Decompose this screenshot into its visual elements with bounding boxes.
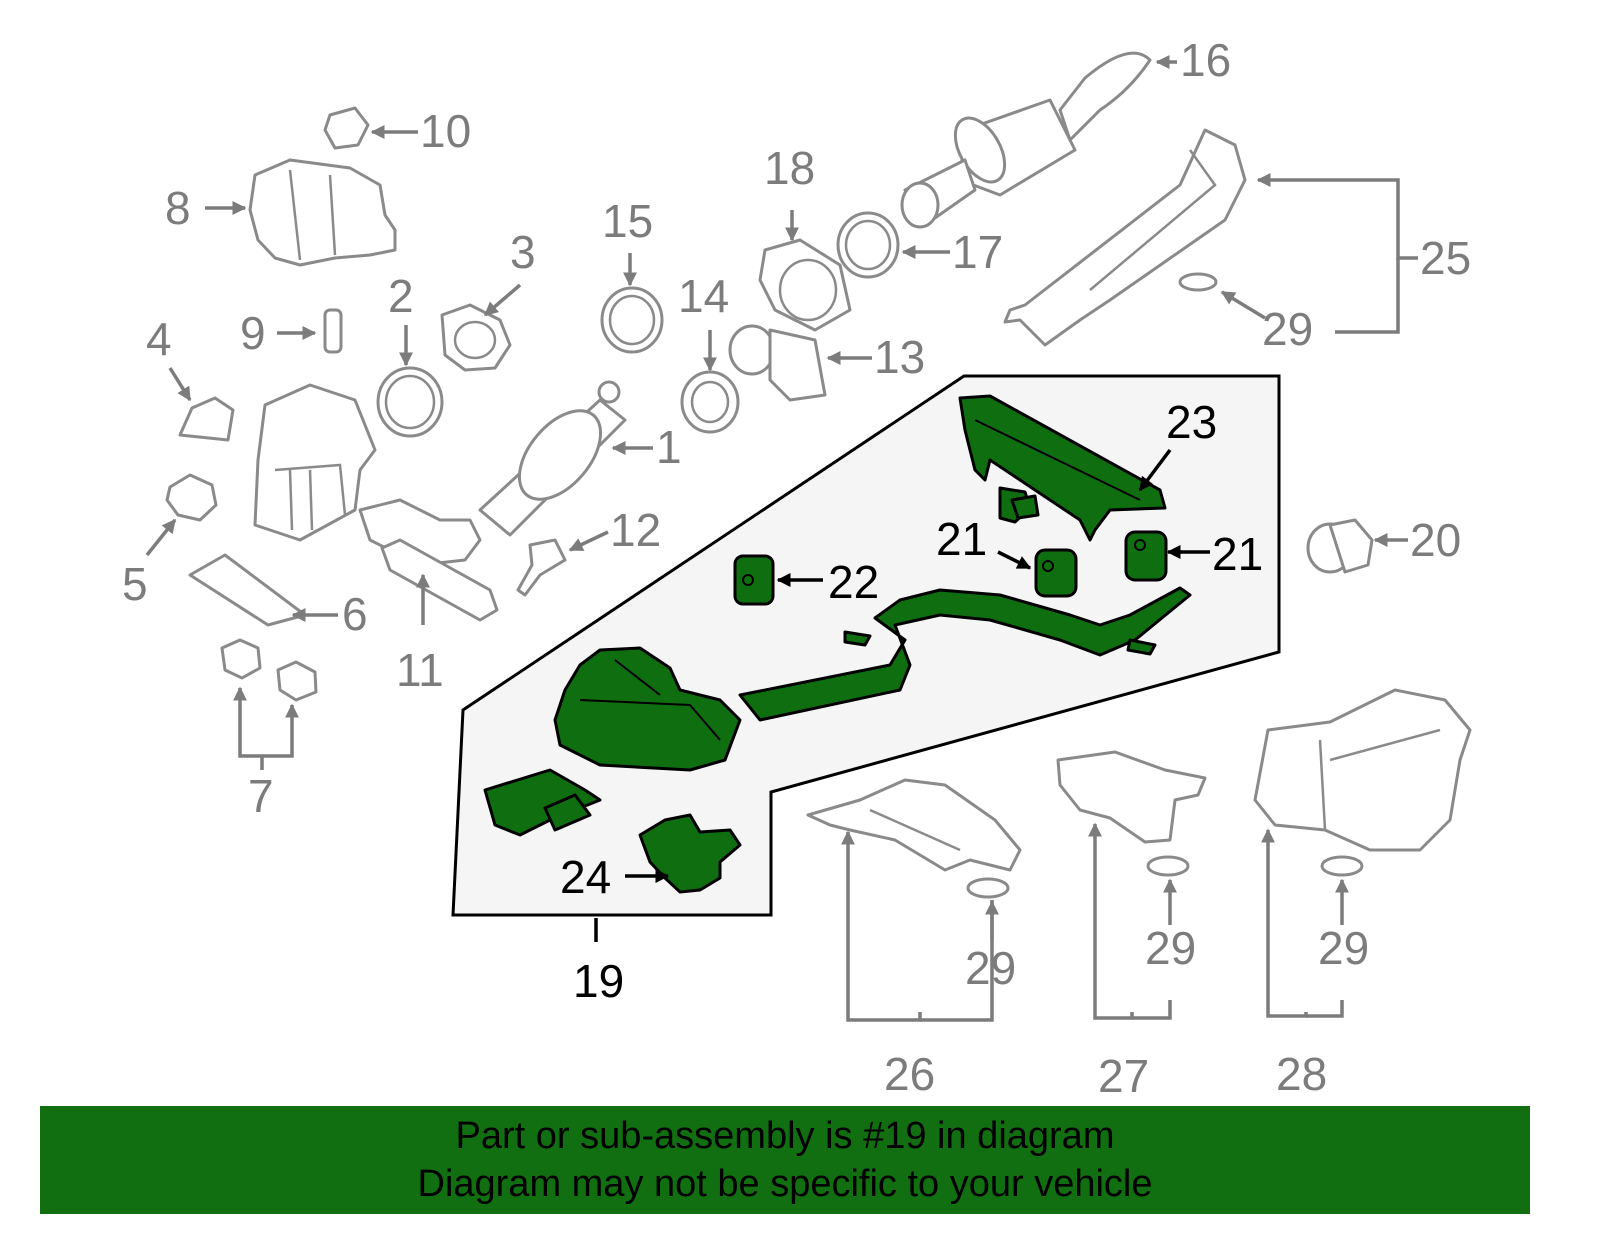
stud-part-9 [323,308,343,354]
o-ring-part-29-top [1178,272,1218,292]
nut-part-10 [323,106,370,150]
callout-24: 24 [560,851,611,903]
callout-28: 28 [1276,1048,1327,1100]
cap-part-5 [165,473,218,522]
callout-21-right: 21 [1212,528,1263,580]
callout-6: 6 [342,588,368,640]
flange-plate-part-11 [380,538,499,622]
info-banner: Part or sub-assembly is #19 in diagram D… [40,1106,1530,1214]
callout-29-27: 29 [1145,922,1196,974]
callout-18: 18 [764,142,815,194]
clamp-part-13 [728,324,827,402]
callout-15: 15 [602,195,653,247]
gasket-part-2 [376,366,444,438]
heat-plate-part-6 [188,553,307,627]
callout-4: 4 [146,313,172,365]
callout-1: 1 [656,421,682,473]
banner-line-assembly: Part or sub-assembly is #19 in diagram [455,1115,1115,1157]
o-ring-part-29-27 [1146,855,1190,877]
callout-25: 25 [1420,232,1471,284]
nut-parts-7 [220,638,318,702]
flange-part-18 [758,238,852,332]
callout-12: 12 [610,504,661,556]
hanger-part-21-c [1124,530,1168,582]
front-pipe-part-16 [900,51,1152,229]
callout-29-26: 29 [965,942,1016,994]
cover-part-8 [248,158,397,267]
callout-10: 10 [420,105,471,157]
callout-26: 26 [884,1048,935,1100]
callout-11: 11 [396,644,444,696]
o-ring-part-29-26 [966,877,1010,899]
callout-27: 27 [1098,1050,1149,1102]
clamp-part-20 [1306,518,1374,574]
seal-part-3 [440,303,512,372]
clip-part-4 [178,396,235,442]
heat-shield-part-26 [806,778,1022,872]
muffler-and-pipe-part-19 [483,586,1192,837]
callout-13: 13 [874,331,925,383]
banner-line-disclaimer: Diagram may not be specific to your vehi… [417,1163,1153,1205]
bracket-part-23 [958,394,1167,542]
callout-8: 8 [165,182,191,234]
callout-16: 16 [1180,34,1231,86]
bolt-part-12 [516,538,567,597]
callout-2: 2 [388,270,414,322]
callout-3: 3 [510,226,536,278]
heat-shield-part-28 [1253,688,1472,852]
callout-22: 22 [828,556,879,608]
bolt-part-21-a [998,486,1040,524]
callout-21-left: 21 [936,513,987,565]
heat-shield-part-25 [1003,128,1247,347]
hanger-part-21-b [1034,548,1078,598]
callout-19: 19 [573,955,624,1007]
callout-labels: 16 10 18 8 15 17 25 3 2 14 29 9 4 13 1 1… [122,34,1471,1102]
heat-shield-part-27 [1056,750,1207,844]
callout-29-28: 29 [1318,922,1369,974]
callout-23: 23 [1166,396,1217,448]
callout-29-top: 29 [1262,303,1313,355]
callout-20: 20 [1410,514,1461,566]
callout-7: 7 [248,770,274,822]
leader-lines [145,55,1418,1022]
ring-part-14 [680,370,740,434]
callout-9: 9 [240,307,266,359]
callout-5: 5 [122,558,148,610]
callout-17: 17 [952,226,1003,278]
o-ring-part-29-28 [1320,855,1364,877]
callout-14: 14 [678,270,729,322]
